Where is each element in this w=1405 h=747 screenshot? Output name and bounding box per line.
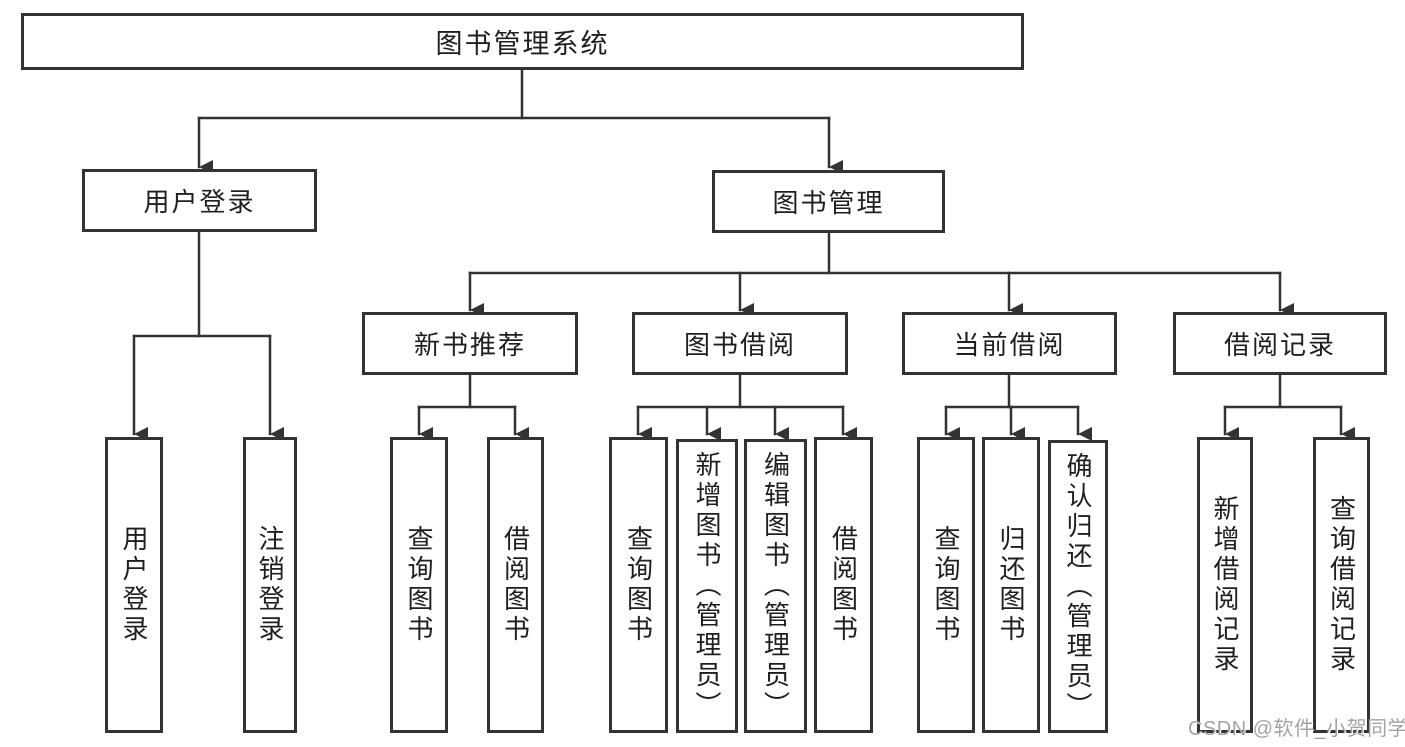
node-label: 图书借阅 bbox=[683, 330, 796, 360]
node-label: 编辑图书（管理员） bbox=[760, 451, 791, 721]
node-query-books-borrowing: 查询图书 bbox=[609, 437, 668, 733]
node-label: 确认归还（管理员） bbox=[1063, 451, 1093, 722]
edges-book-management-branch bbox=[468, 231, 1294, 317]
node-add-borrow-record: 新增借阅记录 bbox=[1197, 437, 1253, 733]
node-label: 图书管理系统 bbox=[435, 29, 610, 59]
node-return-books: 归还图书 bbox=[982, 437, 1040, 733]
node-label: 归还图书 bbox=[996, 525, 1026, 645]
node-label: 图书管理 bbox=[772, 188, 885, 218]
node-edit-books-admin: 编辑图书（管理员） bbox=[744, 439, 807, 733]
node-user-login: 用户登录 bbox=[82, 169, 317, 232]
node-current-borrowing: 当前借阅 bbox=[902, 312, 1117, 375]
edges-book-borrowing-branch bbox=[636, 373, 857, 441]
node-logout-action: 注销登录 bbox=[243, 437, 297, 733]
node-label: 查询图书 bbox=[404, 525, 434, 645]
node-borrow-books-borrowing: 借阅图书 bbox=[814, 437, 873, 733]
node-borrowing-records: 借阅记录 bbox=[1173, 312, 1387, 375]
edges-current-borrowing-branch bbox=[944, 373, 1092, 441]
edges-user-login-branch bbox=[132, 230, 284, 441]
node-label: 查询图书 bbox=[623, 525, 654, 645]
node-book-management: 图书管理 bbox=[712, 170, 945, 233]
node-book-borrowing: 图书借阅 bbox=[632, 312, 848, 375]
node-label: 新增图书（管理员） bbox=[692, 451, 722, 721]
node-label: 借阅图书 bbox=[500, 525, 531, 645]
edges-borrowing-records-branch bbox=[1223, 373, 1355, 441]
csdn-watermark: CSDN @软件_小贺同学 bbox=[1188, 718, 1405, 740]
edges-root-to-level2 bbox=[197, 68, 843, 174]
node-user-login-action: 用户登录 bbox=[105, 437, 163, 733]
edges-new-book-recommend-branch bbox=[417, 373, 529, 441]
node-new-book-recommend: 新书推荐 bbox=[362, 312, 578, 375]
node-label: 借阅图书 bbox=[828, 525, 859, 645]
node-query-books-current: 查询图书 bbox=[917, 437, 975, 733]
node-label: 查询借阅记录 bbox=[1326, 495, 1357, 675]
node-label: 当前借阅 bbox=[953, 330, 1066, 360]
node-library-system: 图书管理系统 bbox=[21, 13, 1024, 70]
node-query-books-recommend: 查询图书 bbox=[390, 437, 448, 733]
node-confirm-return-admin: 确认归还（管理员） bbox=[1048, 440, 1108, 733]
node-borrow-books-recommend: 借阅图书 bbox=[487, 437, 544, 733]
node-label: 用户登录 bbox=[143, 187, 256, 217]
node-label: 新增借阅记录 bbox=[1210, 495, 1240, 675]
node-query-borrow-record: 查询借阅记录 bbox=[1313, 437, 1370, 733]
node-label: 借阅记录 bbox=[1223, 330, 1336, 360]
node-label: 用户登录 bbox=[119, 525, 149, 645]
node-add-books-admin: 新增图书（管理员） bbox=[676, 439, 738, 733]
node-label: 注销登录 bbox=[255, 525, 285, 645]
node-label: 查询图书 bbox=[931, 525, 961, 645]
node-label: 新书推荐 bbox=[413, 330, 526, 360]
